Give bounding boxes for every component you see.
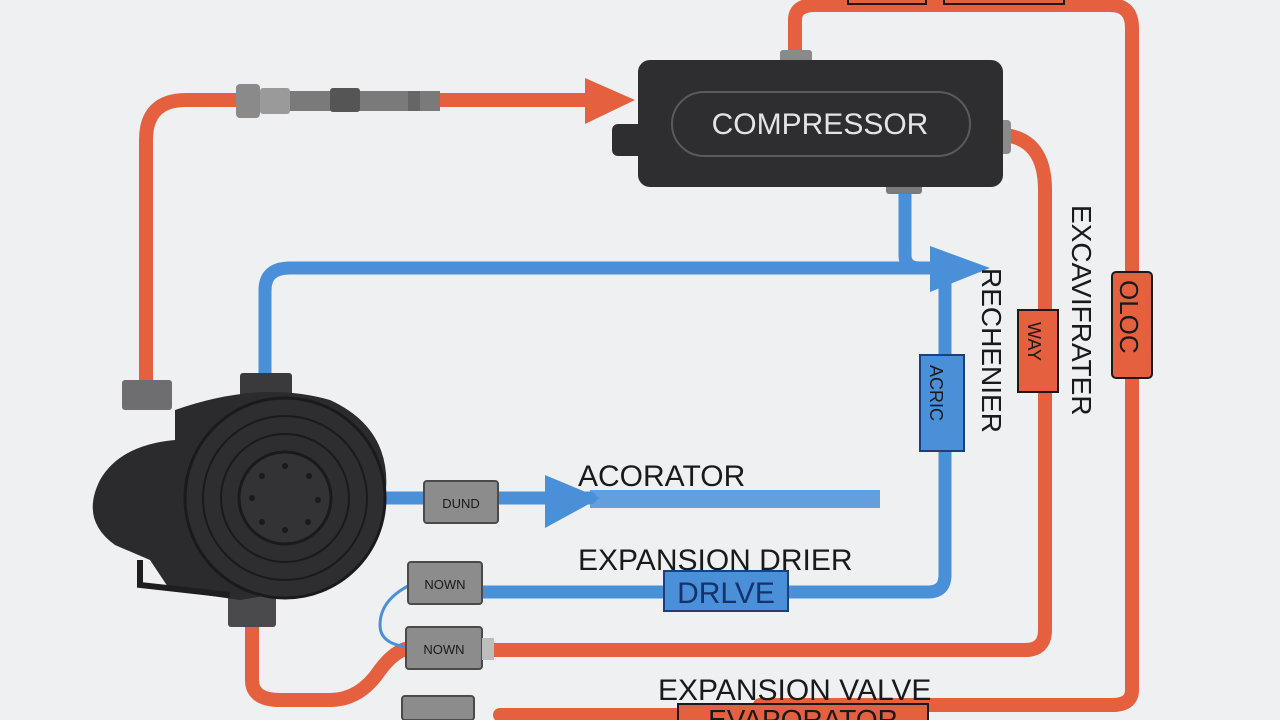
cold-arrow-right: [930, 246, 990, 292]
top-tag-left: [847, 0, 927, 5]
pump-top-port-left: [122, 380, 172, 410]
hot-arrow-to-compressor: [585, 78, 635, 124]
svg-text:ACRIC: ACRIC: [926, 365, 946, 421]
pump-bottom-port: [228, 595, 276, 627]
hot-line-top-loop: [753, 0, 1139, 712]
compressor-label: COMPRESSOR: [712, 108, 929, 141]
cold-line-right-down: [473, 273, 952, 599]
receiver-vertical-label: RECHENIER: [976, 268, 1007, 433]
pump-face-ring-1: [202, 415, 368, 581]
accumulator-label: ACORATOR: [578, 460, 745, 493]
cold-line-compressor-down: [898, 183, 927, 275]
top-tag-right: [943, 0, 1065, 5]
inline-valve-top-left: [236, 84, 440, 118]
connector-2: NOWN: [407, 561, 483, 605]
pump-bolts: [249, 463, 321, 533]
cold-line-small-loop: [378, 583, 412, 649]
svg-text:OLOC: OLOC: [1114, 280, 1144, 354]
cold-refrigerant-lines: [258, 183, 952, 649]
red-tag: WAY: [1017, 309, 1059, 393]
hot-line-right-return: [483, 128, 1052, 657]
right-tag: OLOC: [1111, 271, 1153, 379]
hot-refrigerant-lines: [139, 0, 1139, 720]
svg-text:DUND: DUND: [442, 496, 480, 511]
blue-tag: ACRIC: [919, 354, 965, 452]
connector-4: [401, 695, 475, 720]
pump-motor: [92, 373, 387, 627]
condenser-vertical-label: EXCAVIFRATER: [1066, 205, 1097, 416]
evaporator-label: EVAPORATOR: [708, 704, 898, 720]
pump-face-ring-2: [220, 433, 350, 563]
accumulator-pipe: [590, 490, 880, 508]
compressor-left-port: [612, 124, 644, 156]
svg-text:NOWN: NOWN: [424, 577, 465, 592]
connector-1: DUND: [423, 480, 499, 524]
connector-3: NOWN: [405, 626, 494, 670]
svg-text:WAY: WAY: [1024, 322, 1044, 361]
evaporator-tag: EVAPORATOR: [677, 703, 929, 720]
cold-arrow-accumulator: [545, 475, 600, 528]
svg-text:NOWN: NOWN: [423, 642, 464, 657]
cold-line-upper-loop: [258, 261, 947, 385]
hot-line-bottom-left: [245, 618, 417, 707]
drier-box-label: DRLVE: [677, 577, 775, 610]
compressor-label-plate: [671, 91, 971, 157]
drier-box: DRLVE: [663, 570, 789, 612]
compressor: COMPRESSOR: [612, 50, 1011, 194]
hot-line-left-loop: [139, 93, 607, 397]
pump-bracket: [137, 560, 231, 598]
expansion-valve-label: EXPANSION VALVE: [658, 674, 931, 707]
